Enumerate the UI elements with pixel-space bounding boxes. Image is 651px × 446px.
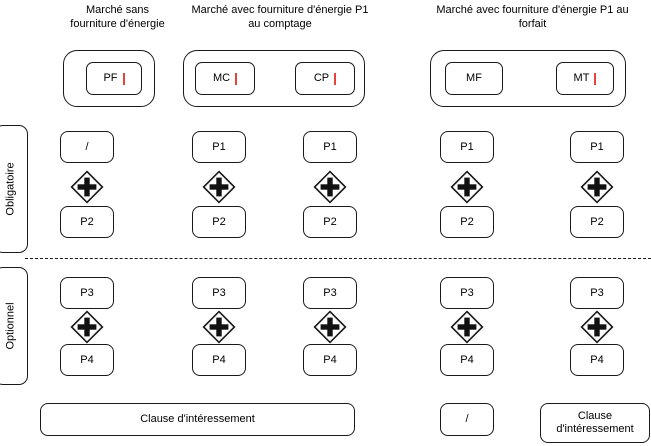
contract-box-mt[interactable]: MT: [556, 62, 614, 95]
operator-plus-optionnel-3: [313, 310, 347, 344]
optionnel-top-2[interactable]: P3: [192, 277, 246, 309]
operator-plus-obligatoire-2: [202, 170, 236, 204]
optionnel-bottom-1[interactable]: P4: [60, 344, 114, 376]
operator-plus-obligatoire-5: [580, 170, 614, 204]
obligatoire-bottom-5[interactable]: P2: [570, 206, 624, 238]
operator-plus-optionnel-2: [202, 310, 236, 344]
status-tick-icon: [334, 72, 337, 85]
contract-group-3[interactable]: MF MT: [430, 50, 626, 107]
section-label-optionnel: Optionnel: [0, 267, 28, 385]
contract-box-mc-label: MC: [213, 72, 238, 85]
optionnel-bottom-2[interactable]: P4: [192, 344, 246, 376]
operator-plus-obligatoire-3: [313, 170, 347, 204]
contract-box-mc[interactable]: MC: [195, 62, 255, 95]
optionnel-bottom-4[interactable]: P4: [440, 344, 494, 376]
contract-box-mf[interactable]: MF: [445, 62, 503, 95]
contract-box-cp-label: CP: [314, 72, 337, 85]
section-divider: [25, 258, 651, 259]
obligatoire-top-2[interactable]: P1: [192, 131, 246, 163]
obligatoire-bottom-3[interactable]: P2: [303, 206, 357, 238]
operator-plus-obligatoire-4: [450, 170, 484, 204]
optionnel-top-5[interactable]: P3: [570, 277, 624, 309]
contract-box-pf[interactable]: PF: [86, 62, 142, 95]
obligatoire-bottom-2[interactable]: P2: [192, 206, 246, 238]
optionnel-top-3[interactable]: P3: [303, 277, 357, 309]
operator-plus-obligatoire-1: [70, 170, 104, 204]
section-label-optionnel-text: Optionnel: [5, 302, 17, 350]
obligatoire-top-3[interactable]: P1: [303, 131, 357, 163]
obligatoire-top-4[interactable]: P1: [440, 131, 494, 163]
optionnel-top-1[interactable]: P3: [60, 277, 114, 309]
contract-group-1[interactable]: PF: [63, 50, 155, 107]
optionnel-bottom-3[interactable]: P4: [303, 344, 357, 376]
obligatoire-top-1[interactable]: /: [60, 131, 114, 163]
status-tick-icon: [235, 72, 238, 85]
obligatoire-top-5[interactable]: P1: [570, 131, 624, 163]
section-label-obligatoire: Obligatoire: [0, 125, 28, 253]
contract-group-2[interactable]: MC CP: [183, 50, 365, 107]
status-tick-icon: [594, 72, 597, 85]
optionnel-top-4[interactable]: P3: [440, 277, 494, 309]
contract-box-pf-label: PF: [103, 72, 125, 85]
obligatoire-bottom-1[interactable]: P2: [60, 206, 114, 238]
status-tick-icon: [122, 72, 125, 85]
footer-box-slash[interactable]: /: [440, 403, 494, 436]
operator-plus-optionnel-4: [450, 310, 484, 344]
optionnel-bottom-5[interactable]: P4: [570, 344, 624, 376]
operator-plus-optionnel-1: [70, 310, 104, 344]
obligatoire-bottom-4[interactable]: P2: [440, 206, 494, 238]
contract-box-mf-label: MF: [466, 72, 482, 84]
contract-box-cp[interactable]: CP: [295, 62, 355, 95]
section-label-obligatoire-text: Obligatoire: [5, 162, 18, 216]
contract-box-mt-label: MT: [574, 72, 597, 85]
footer-box-clause-1[interactable]: Clause d'intéressement: [40, 403, 355, 436]
operator-plus-optionnel-5: [580, 310, 614, 344]
